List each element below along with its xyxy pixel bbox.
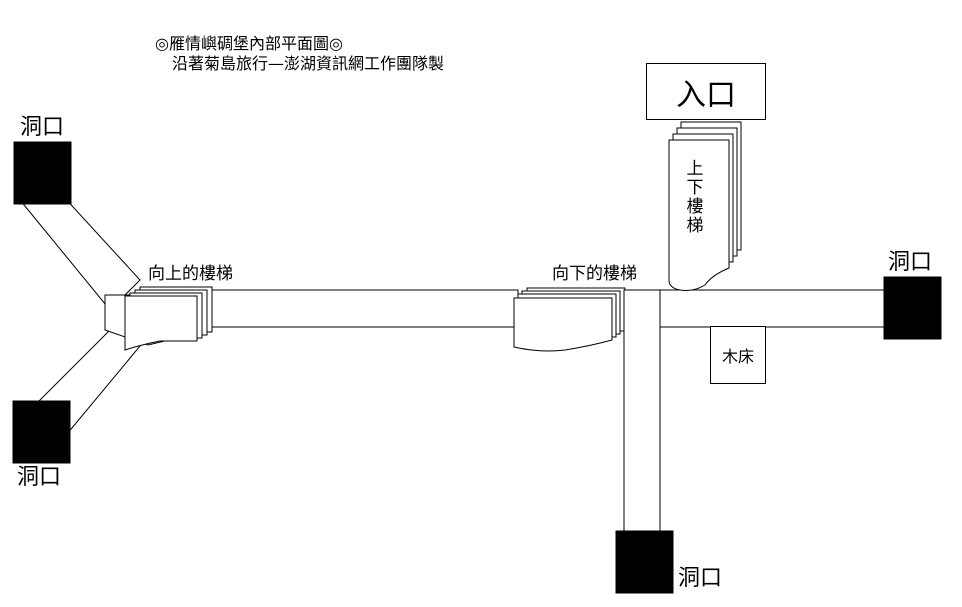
cave-opening-label-bottom: 洞口 (678, 566, 723, 591)
entrance-box: 入口 (646, 63, 766, 120)
stairs-updown-block (668, 121, 742, 291)
cave-opening-lower-left (12, 400, 71, 464)
map-title: ◎雁情嶼碉堡內部平面圖◎ (155, 34, 343, 53)
stairs-down-block (513, 287, 626, 352)
cave-opening-label-upper-left: 洞口 (20, 115, 65, 140)
cave-opening-label-lower-left: 洞口 (17, 465, 62, 490)
cave-opening-right (883, 276, 942, 340)
wooden-bed-box: 木床 (710, 326, 766, 384)
main-corridor-left (211, 289, 519, 328)
wooden-bed-label: 木床 (721, 347, 754, 366)
cave-opening-bottom (615, 530, 674, 594)
stairs-updown-label: 上下樓梯 (686, 159, 704, 236)
main-corridor-right (624, 289, 888, 328)
cave-opening-label-right: 洞口 (888, 250, 933, 275)
map-credit: 沿著菊島旅行—澎湖資訊網工作團隊製 (172, 54, 445, 73)
cave-opening-upper-left (13, 141, 72, 205)
entrance-label: 入口 (676, 77, 736, 113)
stairs-up-block (124, 286, 213, 351)
corridor-south (623, 289, 661, 537)
stairs-down-label: 向下的樓梯 (552, 264, 637, 284)
stairs-up-label: 向上的樓梯 (148, 264, 233, 284)
